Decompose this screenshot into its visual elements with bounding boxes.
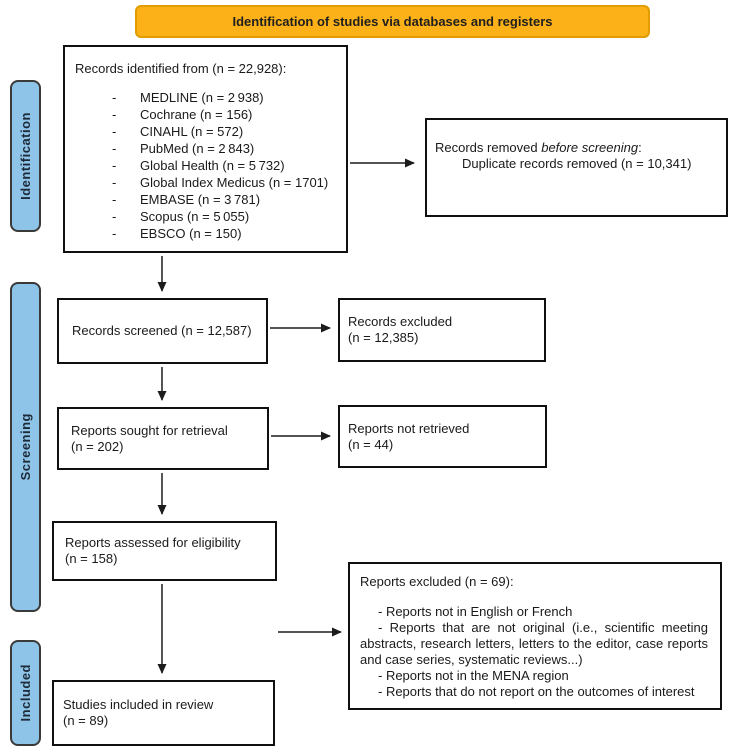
box-reports-sought: Reports sought for retrieval (n = 202): [57, 407, 269, 470]
stage-bar-included: Included: [10, 640, 41, 746]
studies-included-line1: Studies included in review: [63, 697, 214, 712]
records-screened-label: Records screened (n = 12,587): [72, 323, 252, 338]
records-removed-suffix: :: [638, 140, 642, 155]
records-removed-line1: Records removed before screening:: [435, 140, 720, 156]
list-item-source: - Global Index Medicus (n = 1701): [75, 174, 338, 191]
box-reports-not-retrieved: Reports not retrieved (n = 44): [338, 405, 547, 468]
records-excluded-line1: Records excluded: [348, 314, 453, 329]
bullet-dash: -: [112, 226, 117, 241]
source-medline: MEDLINE (n = 2 938): [140, 90, 264, 105]
bullet-dash: -: [112, 141, 117, 156]
stage-label-included: Included: [18, 664, 33, 722]
source-global-index-medicus: Global Index Medicus (n = 1701): [140, 175, 329, 190]
bullet-dash: -: [112, 90, 117, 105]
box-studies-included: Studies included in review (n = 89): [52, 680, 275, 746]
reports-not-retrieved-line1: Reports not retrieved: [348, 420, 470, 436]
reports-not-retrieved-line2: (n = 44): [348, 436, 394, 452]
bullet-dash: -: [112, 124, 117, 139]
studies-included-line2: (n = 89): [63, 713, 109, 728]
box-records-excluded: Records excluded (n = 12,385): [338, 298, 546, 362]
box-reports-excluded: Reports excluded (n = 69): - Reports not…: [348, 562, 722, 710]
bullet-dash: -: [112, 107, 117, 122]
source-global-health: Global Health (n = 5 732): [140, 158, 285, 173]
list-item-source: - Global Health (n = 5 732): [75, 157, 338, 174]
bullet-dash: -: [112, 175, 117, 190]
exclusion-reason: - Reports that are not original (i.e., s…: [360, 620, 708, 667]
source-cinahl: CINAHL (n = 572): [140, 124, 244, 139]
records-removed-italic: before screening: [541, 140, 639, 155]
exclusion-reason: - Reports not in the MENA region: [378, 668, 569, 683]
bullet-dash: -: [112, 209, 117, 224]
bullet-dash: -: [112, 192, 117, 207]
stage-bar-identification: Identification: [10, 80, 41, 232]
box-records-identified: Records identified from (n = 22,928): - …: [63, 45, 348, 253]
source-cochrane: Cochrane (n = 156): [140, 107, 253, 122]
exclusion-reason: - Reports that do not report on the outc…: [378, 684, 695, 699]
reports-sought-line1: Reports sought for retrieval: [71, 422, 228, 438]
records-excluded-line2: (n = 12,385): [348, 330, 419, 345]
list-item-source: - CINAHL (n = 572): [75, 123, 338, 140]
box-records-screened: Records screened (n = 12,587): [57, 298, 268, 364]
source-ebsco: EBSCO (n = 150): [140, 226, 242, 241]
banner-label: Identification of studies via databases …: [232, 14, 553, 29]
exclusion-reason: - Reports not in English or French: [378, 604, 573, 619]
source-scopus: Scopus (n = 5 055): [140, 209, 250, 224]
reports-sought-line2: (n = 202): [71, 438, 124, 454]
stage-bar-screening: Screening: [10, 282, 41, 612]
list-item-source: - EBSCO (n = 150): [75, 225, 338, 242]
box-records-removed: Records removed before screening: Duplic…: [425, 118, 728, 217]
stage-label-screening: Screening: [18, 413, 33, 481]
list-item-source: - MEDLINE (n = 2 938): [75, 89, 338, 106]
stage-label-identification: Identification: [18, 112, 33, 200]
list-item-source: - Cochrane (n = 156): [75, 106, 338, 123]
records-removed-prefix: Records removed: [435, 140, 542, 155]
list-item-source: - PubMed (n = 2 843): [75, 140, 338, 157]
source-pubmed: PubMed (n = 2 843): [140, 141, 255, 156]
source-embase: EMBASE (n = 3 781): [140, 192, 261, 207]
reports-excluded-title: Reports excluded (n = 69):: [360, 574, 514, 589]
reports-assessed-line2: (n = 158): [65, 551, 118, 566]
box-reports-assessed: Reports assessed for eligibility (n = 15…: [52, 521, 277, 581]
banner-identification-of-studies: Identification of studies via databases …: [135, 5, 650, 38]
reports-assessed-line1: Reports assessed for eligibility: [65, 535, 241, 550]
records-removed-line2: Duplicate records removed (n = 10,341): [462, 156, 692, 171]
records-identified-title: Records identified from (n = 22,928):: [75, 61, 287, 76]
list-item-source: - Scopus (n = 5 055): [75, 208, 338, 225]
list-item-source: - EMBASE (n = 3 781): [75, 191, 338, 208]
bullet-dash: -: [112, 158, 117, 173]
